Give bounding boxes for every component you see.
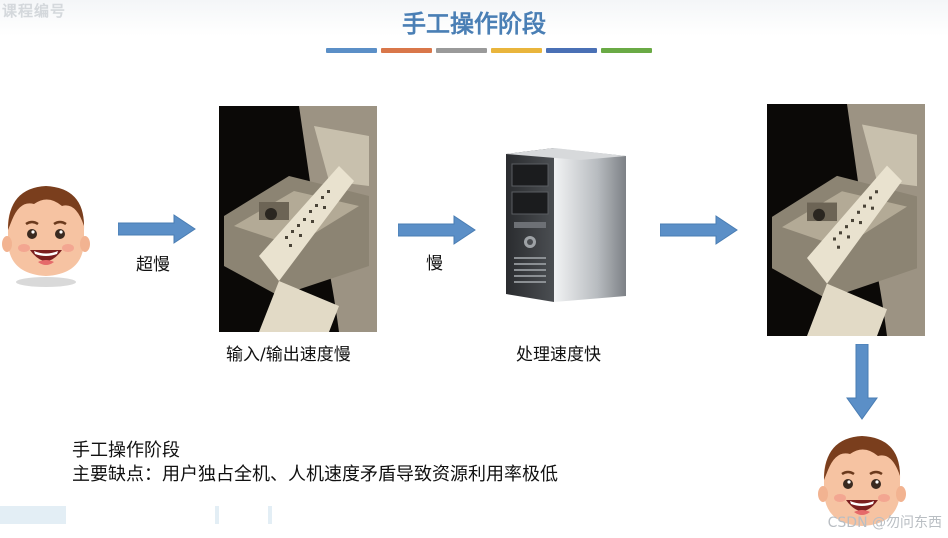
right-arrow-icon — [118, 214, 196, 244]
footer-strip — [0, 506, 66, 524]
label-io-to-cpu: 慢 — [426, 249, 443, 274]
watermark-text: CSDN @勿问东西 — [828, 512, 942, 532]
punched-tape-machine-image — [219, 106, 377, 332]
footer-strip — [215, 506, 219, 524]
slide-title: 手工操作阶段 — [0, 4, 948, 39]
computer-tower-icon — [502, 146, 632, 308]
footer-strip — [268, 506, 272, 524]
caption-io-speed: 输入/输出速度慢 — [226, 340, 351, 365]
color-bar — [601, 48, 652, 53]
down-arrow-icon — [846, 344, 878, 420]
caption-cpu-speed: 处理速度快 — [516, 340, 601, 365]
label-user-to-io: 超慢 — [136, 250, 170, 275]
punched-tape-machine-image — [767, 104, 925, 336]
color-bar — [546, 48, 597, 53]
right-arrow-icon — [398, 215, 476, 245]
color-bar — [381, 48, 432, 53]
right-arrow-icon — [660, 215, 738, 245]
note-stage-title: 手工操作阶段 — [72, 436, 180, 462]
color-bar — [436, 48, 487, 53]
user-face-icon — [2, 178, 90, 290]
note-main-drawback: 主要缺点：用户独占全机、人机速度矛盾导致资源利用率极低 — [72, 460, 558, 486]
color-bar — [326, 48, 377, 53]
color-bar — [491, 48, 542, 53]
